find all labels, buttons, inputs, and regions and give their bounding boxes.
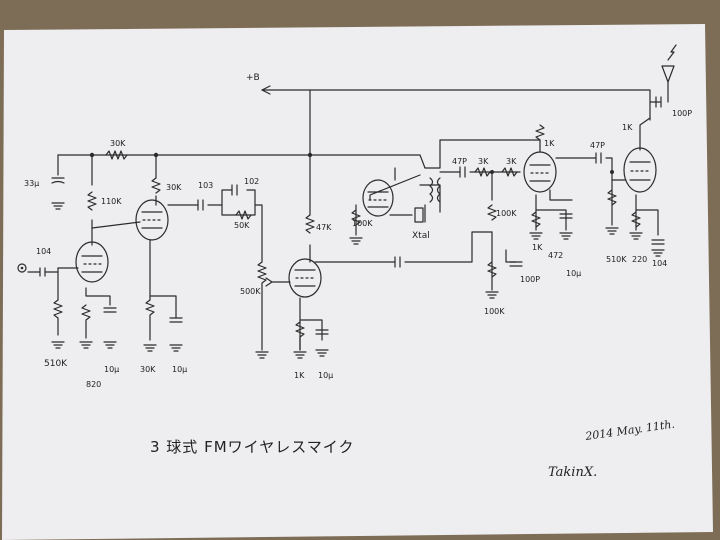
label-c-102: 102	[244, 177, 259, 186]
label-c-103: 103	[198, 181, 213, 190]
label-r-820: 820	[86, 380, 101, 389]
label-c-472: 472	[548, 251, 563, 260]
label-c-33u: 33μ	[24, 179, 39, 188]
circuit-wiring	[57, 81, 669, 351]
label-c-10u-v1: 10μ	[104, 365, 119, 374]
label-c-10u-amp: 10μ	[566, 269, 581, 278]
label-c-104-out: 104	[652, 259, 667, 268]
label-vr-500k: 500K	[240, 287, 261, 296]
capacitors	[27, 96, 665, 335]
supply-label: +B	[246, 73, 260, 83]
label-r-1k-v3: 1K	[294, 371, 305, 380]
vacuum-tube-out	[623, 147, 657, 193]
input-jack	[17, 263, 27, 273]
label-r-1k-k: 1K	[532, 243, 543, 252]
label-c-47p-a: 47P	[452, 157, 467, 166]
label-r-1k-top: 1K	[622, 123, 633, 132]
vacuum-tube-osc	[362, 179, 394, 217]
label-r-3k-a: 3K	[478, 157, 489, 166]
label-r-100k-osc: 100K	[352, 219, 373, 228]
vacuum-tube-v1	[75, 241, 109, 283]
label-c-104-in: 104	[36, 247, 51, 256]
label-r-100k-g: 100K	[496, 209, 517, 218]
label-c-100p-ant: 100P	[672, 109, 692, 118]
label-xtal: Xtal	[412, 231, 430, 241]
label-r-510k-out: 510K	[606, 255, 627, 264]
label-c-100p-g: 100P	[520, 275, 540, 284]
vacuum-tube-rf	[523, 151, 557, 193]
label-c-10u-v2: 10μ	[172, 365, 187, 374]
label-r-30k-v2k: 30K	[140, 365, 156, 374]
paper-sheet	[2, 24, 713, 540]
label-r-100k-g2: 100K	[484, 307, 505, 316]
label-r-30k-top: 30K	[110, 139, 126, 148]
signature: TakinX.	[548, 465, 597, 480]
resistors	[53, 124, 641, 351]
label-r-510k-in: 510K	[44, 359, 68, 369]
label-r-30k-v2: 30K	[166, 183, 182, 192]
label-r-220: 220	[632, 255, 647, 264]
page-title: 3 球式 FMワイヤレスマイク	[150, 438, 354, 456]
label-r-3k-b: 3K	[506, 157, 517, 166]
label-r-47k: 47K	[316, 223, 332, 232]
vacuum-tube-v2	[135, 199, 169, 241]
vacuum-tube-v3	[288, 258, 322, 298]
label-r-50k: 50K	[234, 221, 250, 230]
label-c-47p-b: 47P	[590, 141, 605, 150]
label-r-110k: 110K	[101, 197, 122, 206]
ground-symbols	[51, 202, 665, 359]
antenna-icon	[661, 44, 677, 83]
label-r-1k-amp: 1K	[544, 139, 555, 148]
junction-dots	[89, 152, 614, 174]
label-c-10u-v3: 10μ	[318, 371, 333, 380]
crystal-and-coil	[414, 177, 441, 223]
